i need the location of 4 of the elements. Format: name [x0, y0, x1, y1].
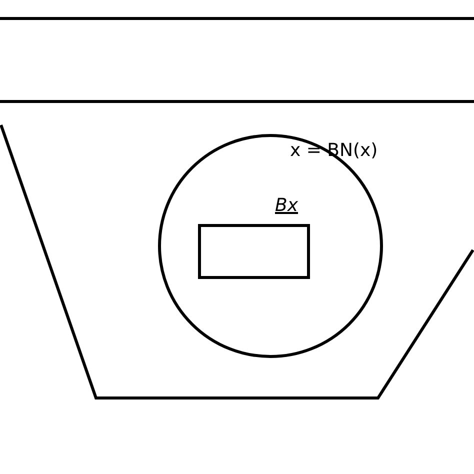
variable-label: Bx	[275, 197, 298, 215]
header-band	[0, 17, 474, 103]
circle-outline	[158, 134, 383, 358]
formula-label: x = BN(x)	[290, 142, 378, 160]
